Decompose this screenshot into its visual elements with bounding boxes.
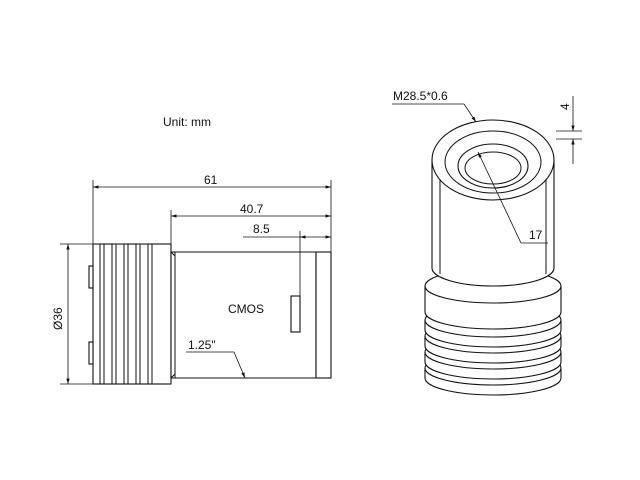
cylinder [431, 119, 555, 287]
back-cap [88, 243, 172, 385]
sensor-marker [290, 295, 301, 333]
diameter-value: Ø36 [51, 307, 65, 330]
aperture-value: 17 [529, 228, 543, 242]
thread-value: M28.5*0.6 [393, 89, 448, 103]
unit-note: Unit: mm [163, 115, 211, 129]
dim-aperture [477, 151, 548, 244]
sensor-offset-value: 8.5 [253, 222, 270, 236]
body-length-value: 40.7 [240, 202, 264, 216]
overall-length-value: 61 [204, 173, 218, 187]
nosepiece-value: 1.25" [188, 338, 216, 352]
side-view: CMOS 61 40.7 8.5 Ø36 [51, 173, 332, 385]
dim-thread [392, 103, 477, 123]
thread-rings [424, 268, 562, 396]
flange-depth-value: 4 [558, 103, 572, 110]
dim-sensor-offset [243, 231, 331, 296]
barrel [170, 251, 332, 379]
dim-diameter [60, 243, 93, 385]
dim-nosepiece [186, 351, 246, 379]
front-view: M28.5*0.6 4 17 [392, 89, 582, 396]
dim-body-length [170, 210, 331, 252]
dim-flange-depth [556, 96, 582, 164]
sensor-label: CMOS [228, 302, 264, 316]
